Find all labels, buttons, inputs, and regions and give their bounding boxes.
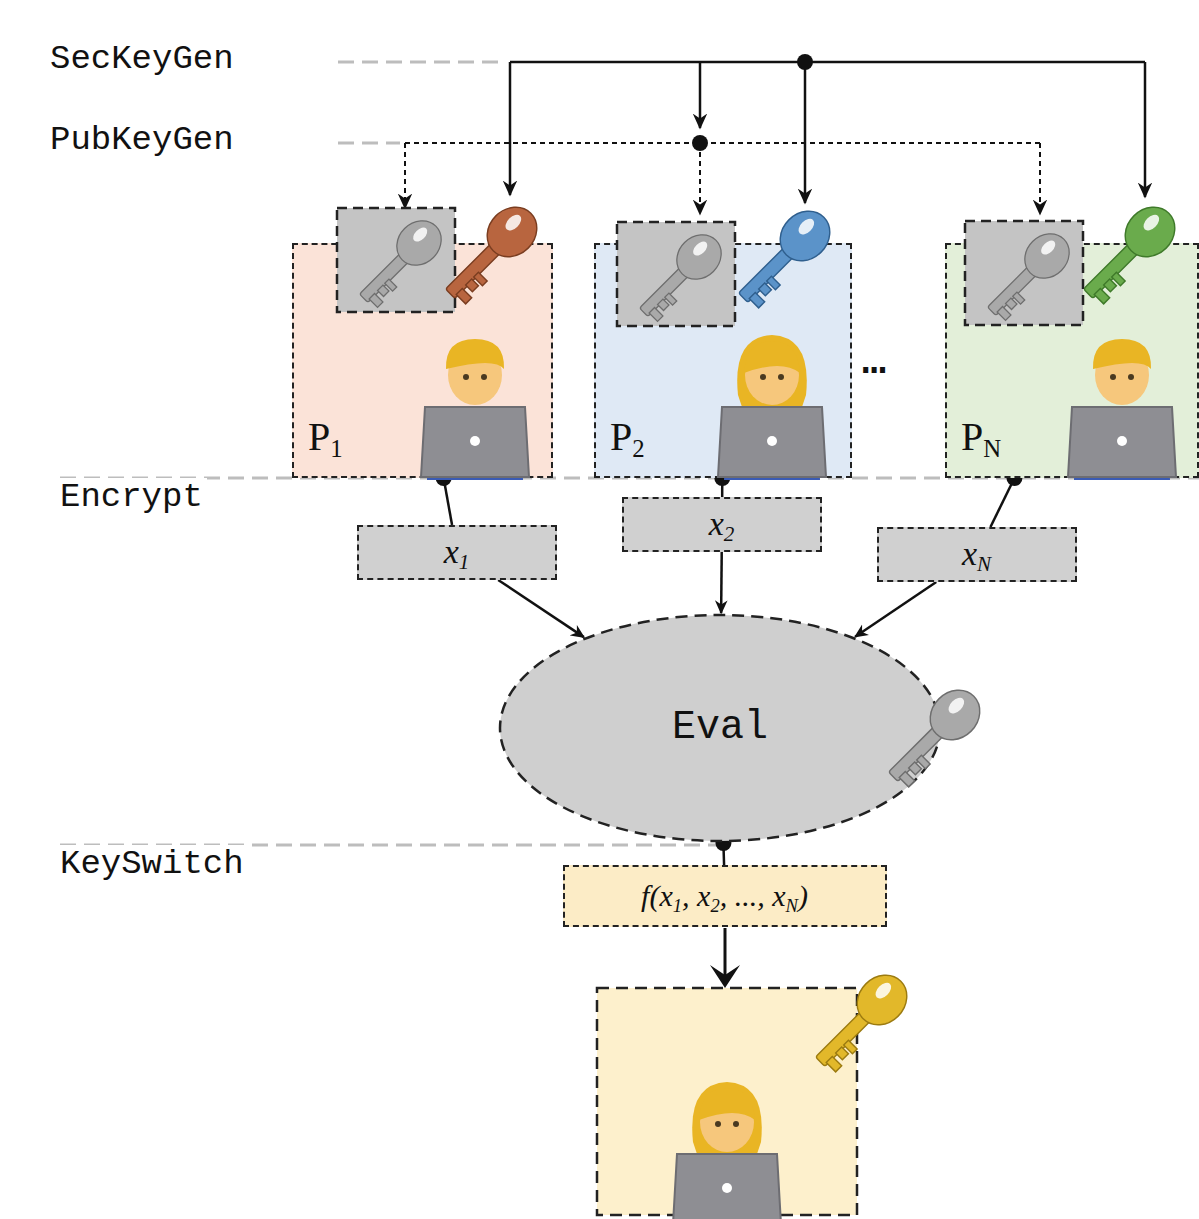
result-box: f(x1, x2, ..., xN) — [563, 865, 887, 927]
connector-line — [720, 552, 723, 613]
phase-label: SecKeyGen — [46, 40, 238, 78]
output-arrow — [724, 928, 727, 978]
person-at-laptop — [421, 339, 529, 480]
seckeygen-wires — [510, 62, 1145, 203]
connector — [855, 582, 936, 637]
pubkeygen-wires — [405, 143, 1040, 214]
ciphertext-box: x1 — [357, 525, 557, 580]
party-box: PN — [945, 243, 1199, 478]
connector — [436, 470, 452, 525]
phase-label: KeySwitch — [56, 845, 248, 883]
connector-line — [498, 580, 584, 637]
ciphertext-label: f(x1, x2, ..., xN) — [641, 879, 808, 912]
key-icon — [877, 680, 990, 793]
public-key-slot — [965, 221, 1083, 325]
key-icon — [349, 212, 450, 313]
ciphertext-label: x2 — [709, 505, 735, 542]
key-icon — [977, 225, 1078, 326]
key-icon — [434, 197, 547, 310]
connector — [498, 580, 584, 637]
party-box: P2 — [594, 243, 852, 478]
key-icons — [337, 197, 1185, 1078]
key-icon — [1072, 197, 1185, 310]
junction-dot — [797, 54, 813, 70]
person-at-laptop — [1068, 339, 1176, 480]
public-key-slot — [617, 222, 735, 326]
ciphertext-label: x1 — [444, 533, 470, 570]
party-name: PN — [961, 415, 1001, 459]
eval-label: Eval — [672, 706, 768, 750]
ciphertext-label: xN — [962, 535, 991, 572]
phase-label: PubKeyGen — [46, 121, 238, 159]
connector — [721, 552, 723, 613]
recipient-box — [597, 988, 857, 1215]
key-icon — [727, 201, 840, 314]
person-at-laptop — [673, 1082, 781, 1219]
phase-label: Encrypt — [56, 478, 207, 516]
connector-line — [990, 478, 1014, 527]
party-name: P1 — [308, 415, 343, 459]
person-icons — [421, 335, 1176, 1219]
ellipsis-mark: … — [858, 340, 890, 385]
key-icon — [804, 965, 917, 1078]
key-icon — [629, 226, 730, 327]
ciphertext-box: xN — [877, 527, 1077, 582]
ciphertext-box: x2 — [622, 497, 822, 552]
person-at-laptop — [718, 335, 826, 480]
connector-line — [855, 582, 936, 637]
phase-guide-lines — [60, 62, 1199, 845]
junction-dot — [692, 135, 708, 151]
public-key-slot — [337, 208, 455, 312]
eval-ellipse: Eval — [498, 613, 942, 843]
connector — [990, 470, 1022, 527]
party-box: P1 — [292, 243, 553, 478]
output-arrowhead — [710, 965, 740, 988]
party-name: P2 — [610, 415, 645, 459]
